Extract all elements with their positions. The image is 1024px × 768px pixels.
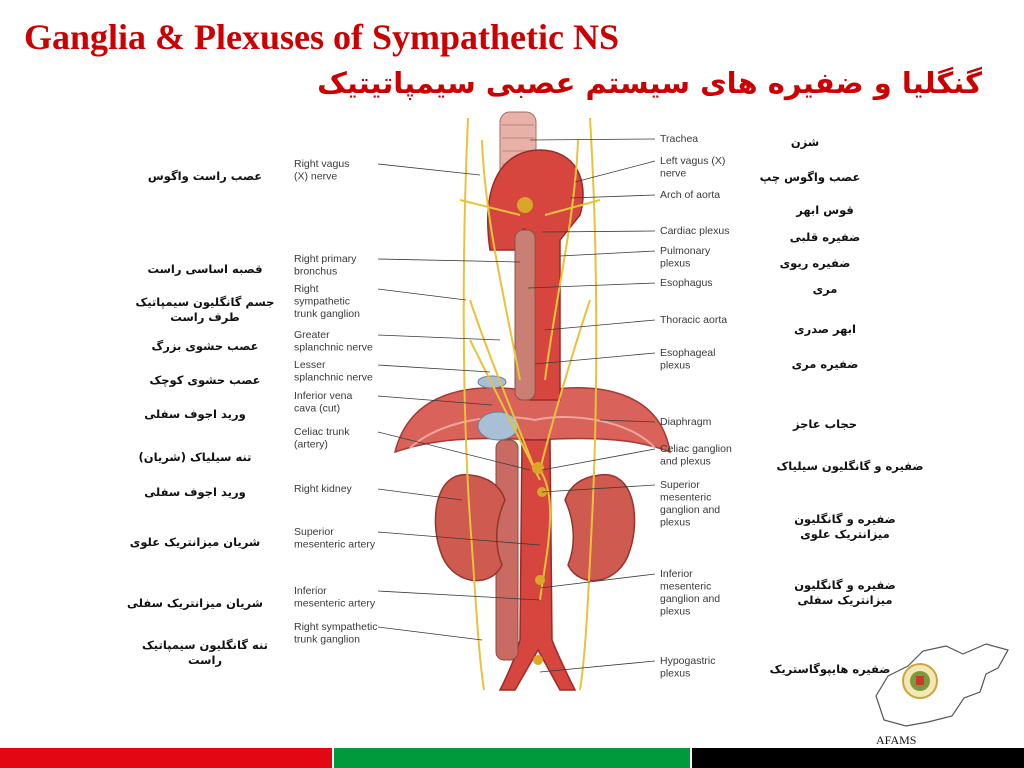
- left-leader-4: [377, 364, 491, 373]
- esophagus-shape: [514, 229, 536, 401]
- right-persian-label-9: ضفیره و گانگلیون سیلیاک: [776, 459, 924, 473]
- left-label-6: Celiac trunk(artery): [294, 426, 350, 451]
- right-persian-label-4: ضفیره ریوی: [779, 256, 851, 270]
- right-persian-label-2: قوس ابهر: [796, 203, 854, 217]
- left-leader-3: [377, 334, 501, 341]
- afams-logo-text: AFAMS: [876, 733, 917, 747]
- right-leader-3: [541, 230, 656, 233]
- vena-cava-shape: [495, 439, 519, 661]
- flag-stripe-red: [0, 748, 332, 768]
- left-persian-label-6: تنه سیلیاک (شریان): [138, 450, 252, 464]
- right-label-8: Diaphragm: [660, 416, 712, 428]
- right-persian-label-6: ابهر صدری: [794, 322, 856, 336]
- left-persian-label-7: ورید اجوف سفلی: [144, 485, 246, 499]
- flag-stripe-black: [692, 748, 1024, 768]
- right-leader-0: [529, 138, 656, 141]
- leader-lines: [377, 138, 656, 673]
- left-persian-label-8: شریان میزانتریک علوی: [129, 535, 261, 549]
- left-kidney-shape: [564, 474, 636, 582]
- right-label-0: Trachea: [660, 133, 698, 145]
- right-label-5: Esophagus: [660, 277, 713, 289]
- right-leader-2: [569, 194, 656, 199]
- right-persian-label-1: عصب واگوس چپ: [759, 170, 861, 184]
- left-leader-9: [377, 590, 541, 601]
- left-leader-7: [377, 488, 463, 501]
- left-persian-label-0: عصب راست واگوس: [147, 169, 263, 183]
- left-persian-label-4: عصب حشوی کوچک: [149, 373, 261, 387]
- right-label-1: Left vagus (X)nerve: [660, 155, 725, 180]
- left-leader-5: [377, 395, 493, 406]
- left-leader-8: [377, 531, 541, 546]
- right-label-3: Cardiac plexus: [660, 225, 729, 237]
- right-leader-11: [539, 573, 656, 589]
- right-persian-label-8: حجاب عاجز: [792, 417, 858, 431]
- right-leader-5: [527, 282, 656, 289]
- right-leader-7: [534, 352, 656, 365]
- left-label-7: Right kidney: [294, 483, 353, 495]
- left-persian-label-1: قصبه اساسی راست: [147, 262, 263, 276]
- right-persian-label-5: مری: [812, 282, 838, 296]
- right-leader-12: [539, 660, 656, 673]
- afghanistan-map-emblem-icon: [875, 643, 1009, 727]
- right-leader-9: [541, 448, 656, 471]
- right-label-6: Thoracic aorta: [660, 314, 727, 326]
- left-persian-label-3: عصب حشوی بزرگ: [151, 339, 259, 353]
- left-label-0: Right vagus(X) nerve: [294, 158, 349, 183]
- left-leader-10: [377, 626, 483, 641]
- left-leader-1: [377, 258, 521, 263]
- right-persian-label-0: شزن: [790, 135, 820, 149]
- right-leader-4: [559, 250, 656, 257]
- right-leader-1: [574, 160, 656, 183]
- right-leader-8: [599, 419, 656, 423]
- right-persian-label-12: ضفیره هایپوگاستریک: [769, 662, 891, 676]
- title-persian: گنگلیا و ضفیره های سیستم عصبی سیمپاتیتیک: [317, 66, 982, 100]
- left-persian-label-9: شریان میزانتریک سفلی: [126, 596, 263, 610]
- right-leader-10: [541, 484, 656, 493]
- left-leader-2: [377, 288, 467, 301]
- nerve-network: [459, 117, 601, 691]
- right-persian-label-3: ضفیره قلبی: [789, 230, 861, 244]
- right-label-2: Arch of aorta: [660, 189, 720, 201]
- left-persian-label-5: ورید اجوف سفلی: [144, 407, 246, 421]
- anatomical-illustration: [393, 111, 671, 691]
- left-leader-0: [377, 163, 481, 176]
- title-english: Ganglia & Plexuses of Sympathetic NS: [24, 17, 620, 57]
- left-leader-6: [377, 431, 531, 471]
- flag-stripe-green: [334, 748, 690, 768]
- right-persian-label-7: ضفیره مری: [791, 357, 859, 371]
- right-leader-6: [544, 319, 656, 331]
